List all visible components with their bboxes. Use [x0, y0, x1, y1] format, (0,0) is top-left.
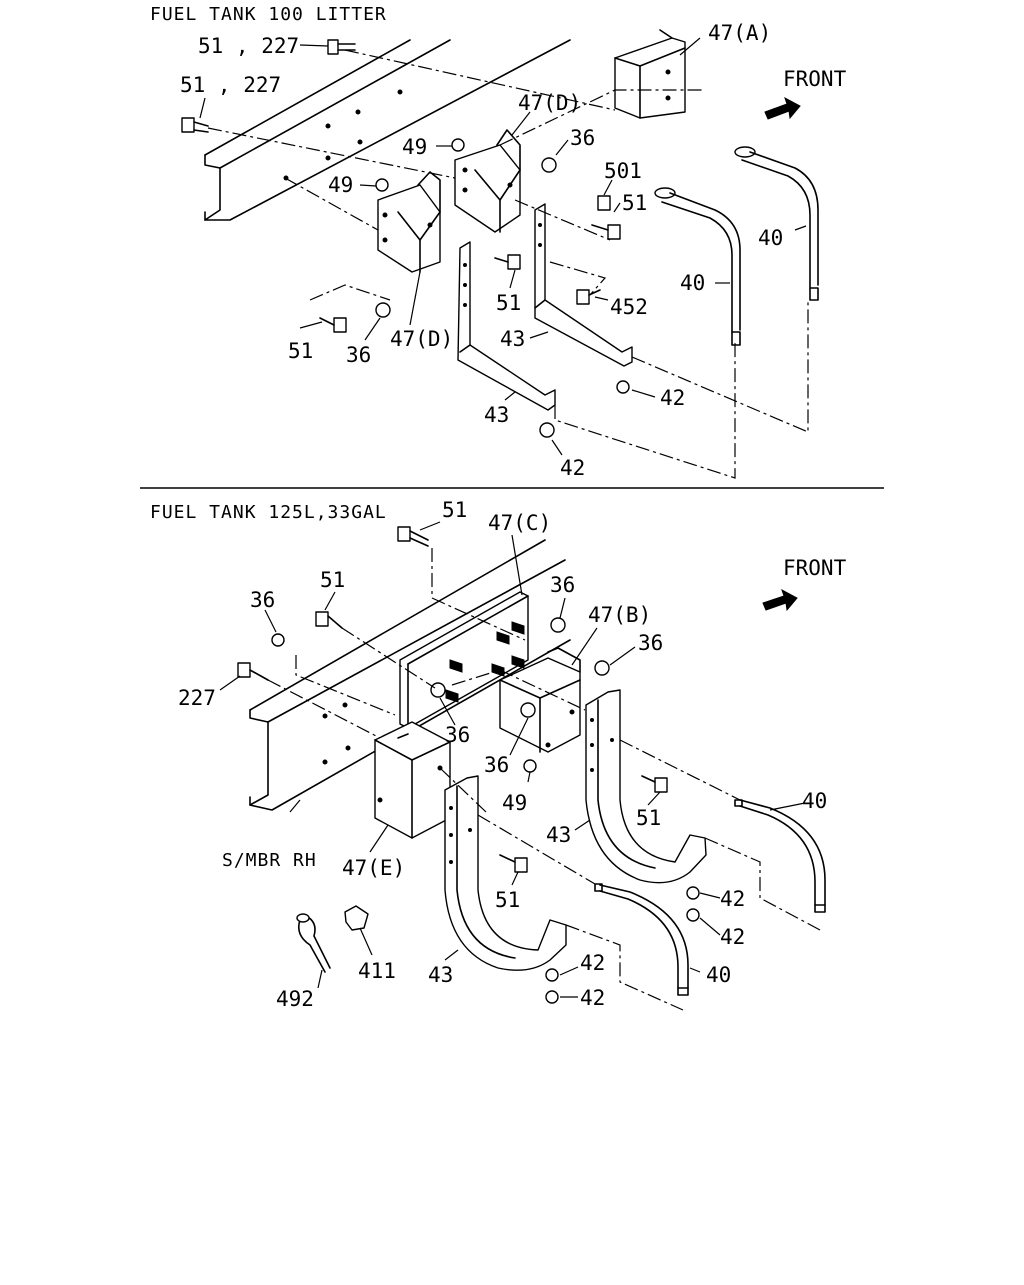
callout-label: 36 [484, 753, 509, 777]
callout-label: 51 [496, 291, 521, 315]
callout-label: 42 [660, 386, 685, 410]
callout-label: 36 [346, 343, 371, 367]
front-label-top: FRONT [783, 67, 847, 91]
strap-43-rear [585, 689, 707, 884]
callout-label: 51 [288, 339, 313, 363]
callout-label: 36 [250, 588, 275, 612]
callout-label: 47(D) [518, 91, 581, 115]
bolt-icon [181, 117, 209, 133]
reference-line [284, 177, 379, 231]
callout-label: 43 [500, 327, 525, 351]
callout-label: 42 [580, 986, 605, 1010]
bracket-47d-upper [454, 129, 521, 233]
reference-line [631, 300, 809, 433]
callout-label: 47(C) [488, 511, 551, 535]
callout-label: 43 [546, 823, 571, 847]
callout-label: 36 [550, 573, 575, 597]
callout-label: 49 [402, 135, 427, 159]
callout-label: 51 [622, 191, 647, 215]
callout-label: 47(E) [342, 856, 405, 880]
reference-line [341, 627, 436, 689]
nut-icon [375, 138, 630, 438]
front-arrow-icon [762, 588, 798, 612]
frame-rail-bottom [249, 539, 571, 811]
reference-line [514, 199, 611, 241]
callout-label: 36 [638, 631, 663, 655]
callout-label: 40 [758, 226, 783, 250]
bolt-icon [327, 39, 356, 55]
callout-label: 42 [580, 951, 605, 975]
clip-icon [344, 905, 369, 931]
bracket-47a [614, 29, 686, 119]
reference-line [704, 837, 821, 931]
bracket-47e [374, 721, 451, 839]
bolt-icon [319, 195, 621, 333]
front-label-bottom: FRONT [783, 556, 847, 580]
callout-label: 36 [445, 723, 470, 747]
callout-label: 47(A) [708, 21, 771, 45]
reference-line [554, 340, 736, 479]
reference-line [619, 739, 741, 801]
callout-label: 36 [570, 126, 595, 150]
callout-label: 42 [720, 925, 745, 949]
callout-label: 501 [604, 159, 642, 183]
callout-label: 51 [636, 806, 661, 830]
callout-label: 51 [495, 888, 520, 912]
callout-label: 452 [610, 295, 648, 319]
callout-label: 42 [560, 456, 585, 480]
callout-label: 49 [502, 791, 527, 815]
reference-line [565, 924, 684, 1011]
callout-label: 40 [706, 963, 731, 987]
bolt-icon [237, 526, 668, 873]
frame-rail-top [204, 39, 571, 221]
callout-label: 51 , 227 [180, 73, 281, 97]
section-125l: FUEL TANK 125L,33GAL [150, 498, 847, 1011]
callout-label: 51 [442, 498, 467, 522]
tension-rod-40-upper [734, 799, 826, 913]
front-arrow-icon [764, 96, 801, 120]
callout-label: 51 , 227 [198, 34, 299, 58]
tension-rod-40-left [654, 187, 741, 346]
reference-line [295, 655, 396, 716]
callout-label: 51 [320, 568, 345, 592]
callout-label: 47(B) [588, 603, 651, 627]
reference-line [309, 284, 391, 301]
callout-label: 49 [328, 173, 353, 197]
reference-line [267, 679, 381, 739]
reference-line [439, 767, 487, 813]
reference-line [344, 49, 616, 111]
reference-line [207, 127, 456, 179]
strap-43-front [444, 775, 567, 971]
reference-line [477, 814, 596, 885]
callout-label: 227 [178, 686, 216, 710]
callout-label: 43 [484, 403, 509, 427]
callout-label: 40 [680, 271, 705, 295]
callout-label: 47(D) [390, 327, 453, 351]
section-100l: FUEL TANK 100 LITTER [150, 4, 847, 480]
frame-label: S/MBR RH [222, 850, 317, 871]
strap-43-rear [534, 203, 633, 367]
reference-line [431, 548, 526, 641]
nut-icon [271, 617, 700, 1004]
bracket-47b [499, 647, 581, 753]
reference-line [549, 261, 607, 296]
strap-43-front [457, 241, 556, 411]
callout-label: 411 [358, 959, 396, 983]
cable-tie-icon [296, 913, 331, 973]
section-title-125l: FUEL TANK 125L,33GAL [150, 502, 387, 523]
section-title-100l: FUEL TANK 100 LITTER [150, 4, 387, 25]
callout-label: 492 [276, 987, 314, 1011]
callout-label: 42 [720, 887, 745, 911]
tension-rod-40-right [734, 146, 819, 301]
tension-rod-40-lower [594, 883, 689, 996]
bracket-47d-lower [377, 171, 441, 273]
reference-line [451, 669, 586, 711]
callout-label: 40 [802, 789, 827, 813]
callout-label: 43 [428, 963, 453, 987]
reference-line [499, 89, 705, 146]
